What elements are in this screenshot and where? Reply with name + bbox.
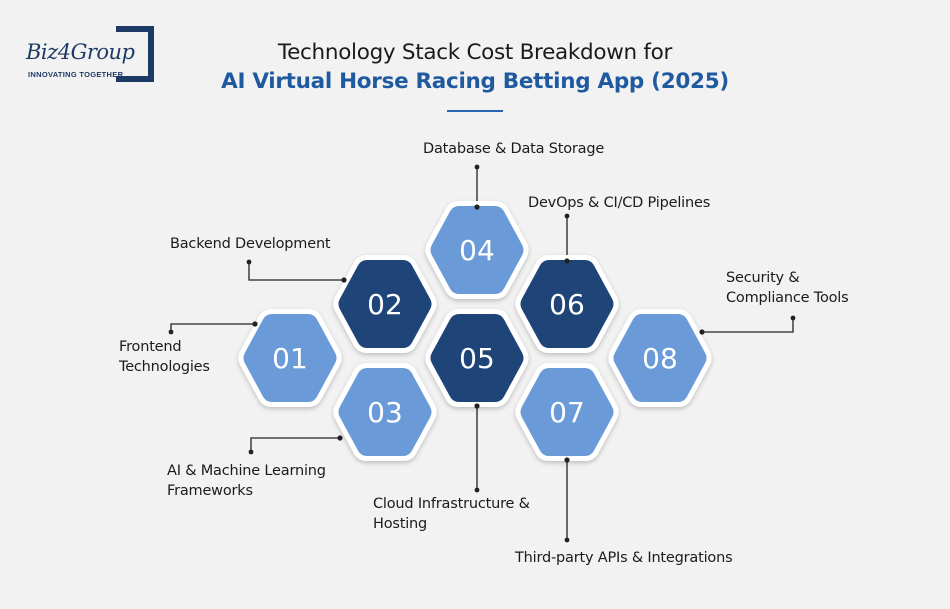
hexagon-04: 04	[425, 201, 529, 299]
label-item-06-line1: DevOps & CI/CD Pipelines	[528, 195, 711, 211]
logo-wordmark: Biz4Group	[26, 40, 135, 64]
connector-line-01	[170, 323, 255, 332]
connector-line-08	[702, 318, 794, 333]
hexagon-fill-06	[520, 260, 614, 348]
hexagon-01: 01	[238, 309, 342, 407]
hexagon-05: 05	[425, 309, 529, 407]
hexagon-06: 06	[515, 255, 619, 353]
connector-start-dot-06	[564, 258, 570, 264]
label-item-02-line1: Backend Development	[170, 236, 331, 252]
connector-start-dot-05	[474, 403, 480, 409]
connector-start-dot-08	[699, 329, 705, 335]
hexagon-02: 02	[333, 255, 437, 353]
hexagon-number-05: 05	[459, 342, 495, 375]
label-item-03-line2: Frameworks	[167, 483, 253, 499]
label-item-01-line1: Frontend	[119, 339, 182, 355]
hexagon-number-01: 01	[272, 342, 308, 375]
brand-logo: Biz4Group INNOVATING TOGETHER	[26, 26, 160, 86]
connector-line-02	[248, 262, 344, 281]
hexagon-number-07: 07	[549, 396, 585, 429]
connector-end-dot-08	[790, 315, 796, 321]
label-item-07-line1: Third-party APIs & Integrations	[515, 550, 733, 566]
connector-start-dot-07	[564, 457, 570, 463]
connector-line-03	[250, 437, 340, 452]
hexagon-number-02: 02	[367, 288, 403, 321]
connector-end-dot-03	[248, 449, 254, 455]
label-item-02: Backend Development	[170, 234, 331, 254]
label-item-01: Frontend Technologies	[119, 337, 210, 377]
connector-end-dot-04	[474, 164, 480, 170]
label-item-04: Database & Data Storage	[423, 139, 604, 159]
connector-end-dot-02	[246, 259, 252, 265]
hexagon-fill-05	[430, 314, 524, 402]
label-item-08: Security & Compliance Tools	[726, 268, 849, 308]
hexagon-fill-01	[243, 314, 337, 402]
label-item-03: AI & Machine Learning Frameworks	[167, 461, 326, 501]
hexagon-fill-08	[613, 314, 707, 402]
connector-end-dot-05	[474, 487, 480, 493]
page-subtitle: AI Virtual Horse Racing Betting App (202…	[221, 69, 729, 94]
title-underline	[447, 110, 503, 112]
hexagon-07: 07	[515, 363, 619, 461]
label-item-08-line2: Compliance Tools	[726, 290, 849, 306]
label-item-05: Cloud Infrastructure & Hosting	[373, 494, 530, 534]
label-item-05-line1: Cloud Infrastructure &	[373, 496, 530, 512]
hexagon-fill-07	[520, 368, 614, 456]
hexagon-number-06: 06	[549, 288, 585, 321]
hexagon-03: 03	[333, 363, 437, 461]
connector-start-dot-02	[341, 277, 347, 283]
label-item-05-line2: Hosting	[373, 516, 428, 532]
label-item-07: Third-party APIs & Integrations	[515, 548, 733, 568]
label-item-06: DevOps & CI/CD Pipelines	[528, 193, 710, 213]
label-item-03-line1: AI & Machine Learning	[167, 463, 326, 479]
connector-end-dot-07	[564, 537, 570, 543]
hexagon-08: 08	[608, 309, 712, 407]
connector-end-dot-06	[564, 213, 570, 219]
hexagon-number-03: 03	[367, 396, 403, 429]
label-item-01-line2: Technologies	[119, 359, 210, 375]
hexagon-fill-04	[430, 206, 524, 294]
hexagon-fill-03	[338, 368, 432, 456]
connector-end-dot-01	[168, 329, 174, 335]
hexagon-fill-02	[338, 260, 432, 348]
hexagon-number-08: 08	[642, 342, 678, 375]
connector-start-dot-03	[337, 435, 343, 441]
label-item-08-line1: Security &	[726, 270, 800, 286]
connector-start-dot-04	[474, 204, 480, 210]
connector-start-dot-01	[252, 321, 258, 327]
hexagon-number-04: 04	[459, 234, 495, 267]
page-title: Technology Stack Cost Breakdown for	[277, 40, 673, 65]
logo-tagline: INNOVATING TOGETHER	[28, 70, 124, 79]
label-item-04-line1: Database & Data Storage	[423, 141, 605, 157]
logo-frame	[116, 26, 154, 82]
